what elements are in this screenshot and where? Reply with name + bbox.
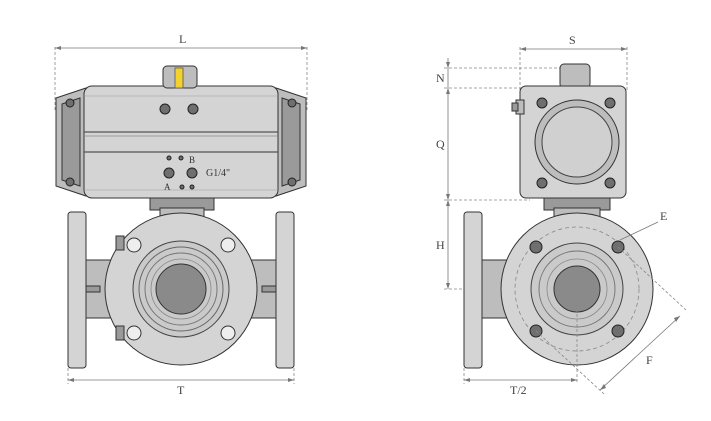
cap-bolt-icon bbox=[65, 98, 75, 108]
bore-icon bbox=[155, 263, 207, 315]
flange-hole-icon bbox=[126, 237, 142, 253]
flange-bolt-icon bbox=[611, 324, 625, 338]
cap-bolt-icon bbox=[287, 177, 297, 187]
cap-bolt-icon bbox=[65, 177, 75, 187]
port-b-label: B bbox=[189, 155, 195, 165]
port-a-icon bbox=[163, 167, 175, 179]
flange-hole-icon bbox=[126, 325, 142, 341]
flange-bolt-icon bbox=[529, 240, 543, 254]
label-H: H bbox=[436, 238, 445, 252]
dimension-E: E bbox=[619, 209, 667, 241]
label-F: F bbox=[646, 353, 653, 367]
hex-bolt-icon bbox=[187, 103, 199, 115]
hex-bolt-icon bbox=[604, 97, 616, 109]
actuator-body: A B G1/4" bbox=[55, 85, 307, 199]
dimension-S: S bbox=[519, 33, 628, 90]
hex-bolt-icon bbox=[159, 103, 171, 115]
label-S: S bbox=[569, 33, 576, 47]
cap-bolt-icon bbox=[287, 98, 297, 108]
flange-hole-icon bbox=[220, 325, 236, 341]
dimension-T-half: T/2 bbox=[463, 289, 578, 397]
flange-hole-icon bbox=[220, 237, 236, 253]
indicator-yellow-stripe bbox=[174, 67, 184, 89]
hex-bolt-icon bbox=[604, 177, 616, 189]
label-T-half: T/2 bbox=[510, 383, 527, 397]
label-N: N bbox=[436, 71, 445, 85]
label-T: T bbox=[177, 383, 185, 397]
label-E: E bbox=[660, 209, 667, 223]
dimension-T: T bbox=[67, 368, 295, 397]
port-a-label: A bbox=[164, 182, 171, 192]
hex-bolt-icon bbox=[536, 177, 548, 189]
label-L: L bbox=[179, 32, 186, 46]
actuator-side bbox=[511, 63, 627, 199]
hex-bolt-icon bbox=[536, 97, 548, 109]
side-body bbox=[463, 211, 654, 369]
front-flange bbox=[104, 212, 258, 366]
front-view: L bbox=[54, 32, 308, 397]
position-indicator bbox=[162, 65, 198, 89]
label-Q: Q bbox=[436, 137, 445, 151]
port-b-icon bbox=[186, 167, 198, 179]
port-size-label: G1/4" bbox=[206, 168, 230, 179]
dimension-F: F bbox=[535, 246, 687, 395]
dimension-L: L bbox=[54, 32, 308, 110]
side-view: S N Q H bbox=[436, 33, 687, 397]
